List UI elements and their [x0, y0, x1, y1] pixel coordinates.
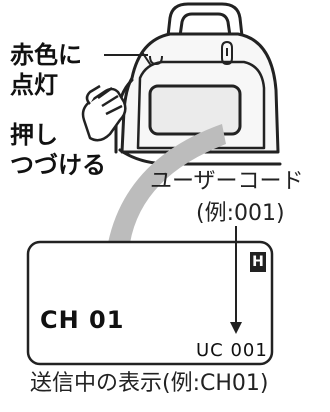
- lcd-h-badge: H: [250, 252, 266, 272]
- user-code-label: ユーザーコード: [150, 169, 304, 194]
- lcd-user-code-readout: UC 001: [196, 340, 268, 361]
- led-indicator-icon: [149, 40, 233, 66]
- lcd-display: [26, 240, 274, 366]
- pressing-hand-icon: [81, 84, 127, 142]
- lit-red-line-1: 赤色に: [10, 41, 82, 69]
- user-code-example: (例:001): [196, 201, 285, 226]
- transmission-band: [108, 124, 226, 243]
- press-hold-line-1: 押し: [10, 121, 58, 149]
- press-hold-callout: 押し つづける: [10, 120, 106, 180]
- lit-red-line-2: 点灯: [10, 71, 58, 99]
- lcd-channel-readout: CH 01: [40, 306, 125, 334]
- lit-red-callout: 赤色に 点灯: [10, 40, 82, 100]
- user-code-arrow: [230, 226, 242, 334]
- display-caption: 送信中の表示(例:CH01): [30, 371, 269, 396]
- press-hold-line-2: つづける: [10, 151, 106, 179]
